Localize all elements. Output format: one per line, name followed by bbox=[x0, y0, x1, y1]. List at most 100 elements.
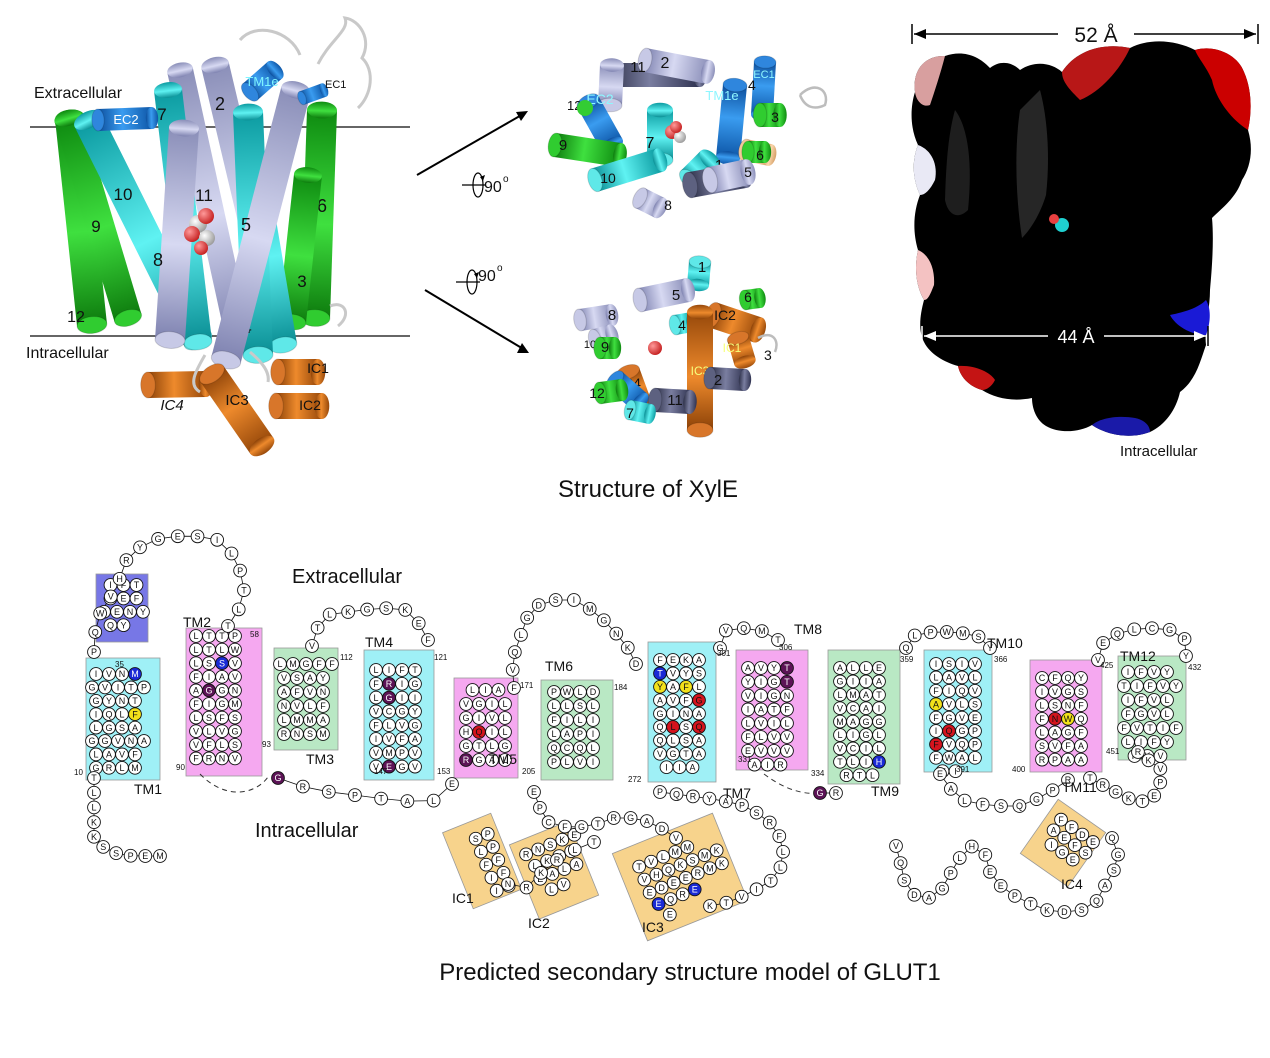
svg-text:M: M bbox=[706, 863, 714, 873]
svg-text:I: I bbox=[935, 726, 938, 736]
residue: E bbox=[445, 777, 459, 791]
helix-cylinder bbox=[297, 83, 329, 106]
residue: T bbox=[833, 754, 847, 769]
residue: L bbox=[1121, 735, 1135, 749]
tm-label-3: TM3 bbox=[306, 751, 334, 767]
svg-text:E: E bbox=[531, 787, 537, 797]
svg-text:W: W bbox=[943, 627, 952, 637]
svg-text:L: L bbox=[93, 750, 98, 760]
residue: V bbox=[189, 737, 203, 752]
residue: G bbox=[85, 734, 99, 748]
svg-text:Y: Y bbox=[1164, 737, 1170, 747]
svg-text:H: H bbox=[969, 842, 976, 852]
svg-text:E: E bbox=[647, 888, 653, 898]
helix-label: 1 bbox=[698, 259, 706, 276]
svg-text:V: V bbox=[232, 754, 238, 764]
residue: Q bbox=[103, 618, 118, 633]
svg-text:D: D bbox=[536, 600, 543, 610]
svg-text:T: T bbox=[134, 580, 140, 590]
residue: G bbox=[228, 724, 242, 739]
svg-text:V: V bbox=[946, 740, 952, 750]
residue: I bbox=[929, 724, 943, 738]
residue: N bbox=[215, 751, 229, 766]
svg-text:M: M bbox=[836, 717, 844, 727]
svg-text:P: P bbox=[972, 740, 978, 750]
helix-cylinder bbox=[240, 60, 284, 102]
svg-text:L: L bbox=[564, 757, 569, 767]
svg-text:P: P bbox=[1157, 778, 1163, 788]
svg-text:Q: Q bbox=[1064, 673, 1071, 683]
svg-text:V: V bbox=[758, 718, 764, 728]
svg-text:F: F bbox=[1078, 728, 1084, 738]
residue: G bbox=[202, 683, 216, 698]
residue: F bbox=[679, 693, 693, 708]
residue: E bbox=[527, 785, 541, 799]
helix-cylinder bbox=[587, 148, 668, 193]
residue: R bbox=[690, 866, 705, 880]
svg-text:L: L bbox=[1039, 700, 1044, 710]
residue: V bbox=[955, 710, 969, 725]
residue: S bbox=[971, 629, 986, 644]
helix-label: IC2 bbox=[299, 397, 321, 413]
residue: T bbox=[124, 680, 138, 695]
residue: L bbox=[303, 699, 317, 713]
residue: V bbox=[1147, 693, 1161, 707]
svg-text:T: T bbox=[206, 645, 212, 655]
residue: T bbox=[587, 835, 601, 849]
residue: V bbox=[1147, 707, 1161, 721]
svg-text:S: S bbox=[946, 659, 952, 669]
svg-text:M: M bbox=[385, 748, 393, 758]
svg-text:L: L bbox=[933, 673, 938, 683]
svg-text:F: F bbox=[373, 720, 379, 730]
residue: V bbox=[556, 877, 571, 892]
residue: F bbox=[547, 713, 561, 727]
residue: S bbox=[548, 593, 563, 607]
residue: G bbox=[859, 714, 873, 729]
svg-text:I: I bbox=[1140, 737, 1143, 747]
svg-text:A: A bbox=[863, 703, 869, 713]
svg-text:K: K bbox=[1044, 905, 1050, 915]
svg-text:E: E bbox=[692, 885, 698, 895]
residue: F bbox=[975, 797, 990, 812]
loop bbox=[249, 350, 270, 383]
residue: I bbox=[89, 707, 103, 722]
residue: K bbox=[341, 605, 355, 619]
residue: G bbox=[1162, 622, 1177, 637]
residue: P bbox=[87, 645, 101, 659]
svg-text:I: I bbox=[401, 679, 404, 689]
residue: M bbox=[128, 667, 142, 681]
svg-text:L: L bbox=[373, 665, 378, 675]
svg-text:Q: Q bbox=[695, 722, 702, 732]
residue: W bbox=[93, 606, 108, 621]
svg-text:S: S bbox=[232, 713, 238, 723]
svg-text:L: L bbox=[119, 763, 124, 773]
svg-text:T: T bbox=[412, 665, 418, 675]
residue: G bbox=[299, 657, 313, 671]
svg-text:G: G bbox=[462, 713, 469, 723]
svg-text:I: I bbox=[491, 727, 494, 737]
residue: L bbox=[87, 800, 101, 815]
svg-text:Q: Q bbox=[897, 858, 904, 868]
residue: R bbox=[762, 815, 777, 830]
residue: R bbox=[606, 811, 621, 825]
svg-text:L: L bbox=[590, 743, 595, 753]
svg-text:N: N bbox=[119, 696, 126, 706]
residue: N bbox=[1061, 698, 1075, 713]
residue: F bbox=[679, 679, 693, 694]
svg-text:F: F bbox=[1052, 673, 1058, 683]
svg-text:G: G bbox=[716, 643, 723, 653]
residue: M bbox=[128, 760, 142, 775]
svg-text:A: A bbox=[489, 755, 495, 765]
helix-label: IC3 bbox=[225, 392, 248, 409]
residue: P bbox=[137, 680, 151, 695]
svg-text:S: S bbox=[690, 855, 696, 865]
residue: V bbox=[382, 732, 396, 746]
svg-text:L: L bbox=[373, 693, 378, 703]
svg-text:Q: Q bbox=[1108, 833, 1115, 843]
loop-backbone bbox=[895, 837, 1119, 913]
residue: R bbox=[550, 853, 564, 867]
residue: S bbox=[573, 699, 587, 713]
residue: L bbox=[89, 747, 103, 762]
residue: F bbox=[290, 685, 304, 699]
svg-text:R: R bbox=[523, 883, 530, 893]
